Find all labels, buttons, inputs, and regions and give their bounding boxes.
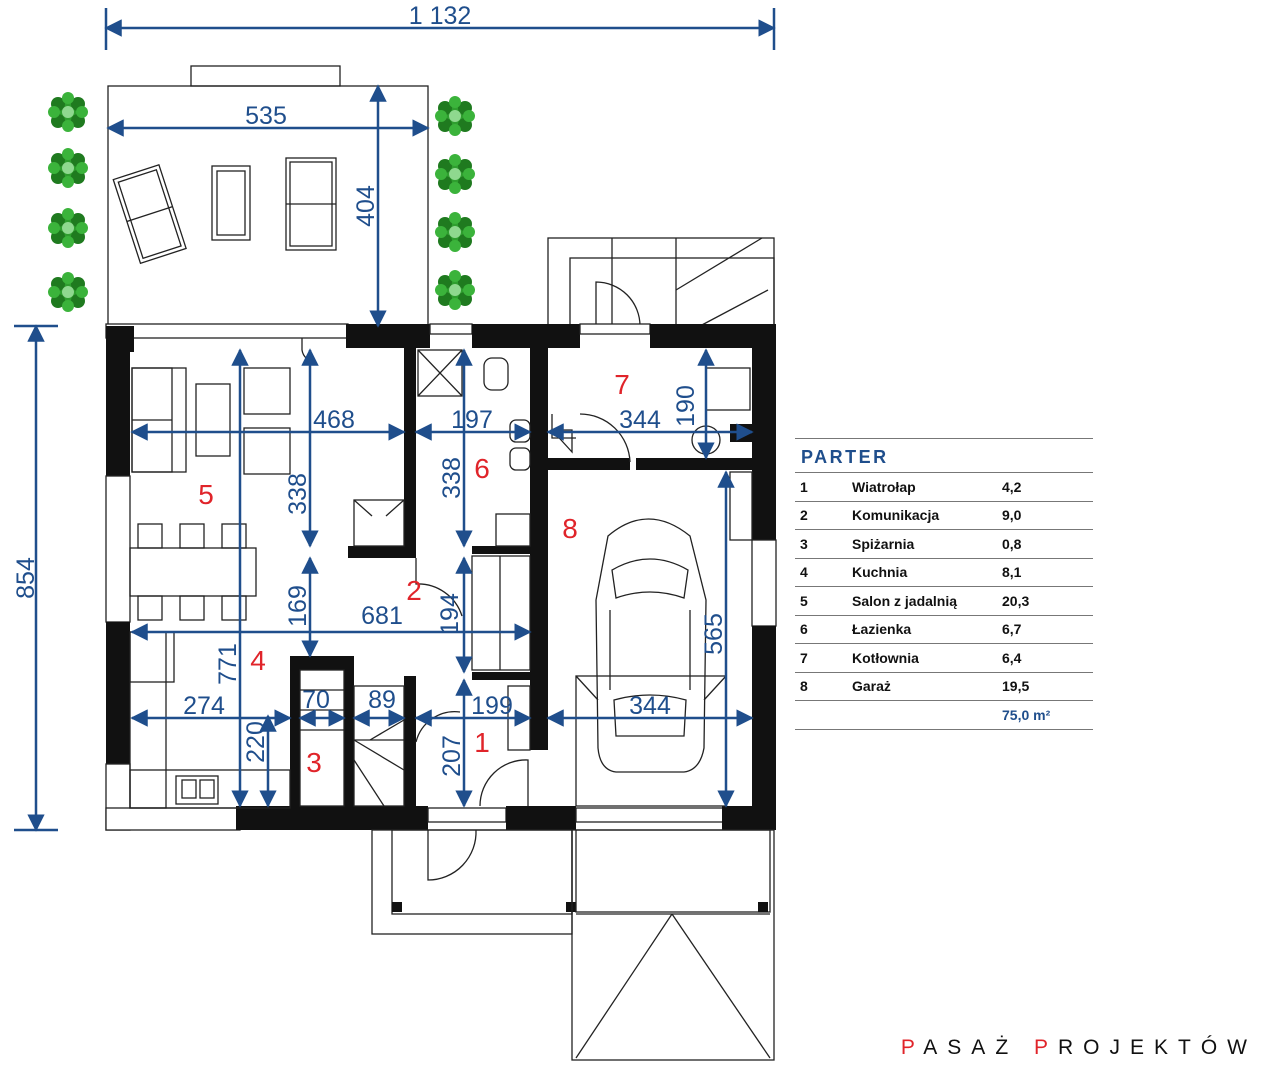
legend-area: 6,7 <box>1002 621 1022 638</box>
legend-area: 8,1 <box>1002 564 1022 581</box>
legend-row: 7 Kotłownia 6,4 <box>795 644 1093 673</box>
room-number-3: 3 <box>306 747 322 778</box>
brand-initial: P <box>900 1036 924 1059</box>
vestibule-width-label: 199 <box>471 692 513 720</box>
bath-depth-label: 338 <box>438 457 466 499</box>
legend-row: 2 Komunikacja 9,0 <box>795 502 1093 530</box>
hall-width-label: 681 <box>361 602 403 630</box>
overall-depth-label: 854 <box>12 557 40 599</box>
legend-total-row: 75,0 m² <box>795 701 1093 730</box>
stair-width-b-label: 89 <box>368 686 396 714</box>
legend-area: 0,8 <box>1002 535 1022 552</box>
room-number-4: 4 <box>250 645 266 676</box>
dimension-lines <box>14 8 776 832</box>
terrace-depth-label: 404 <box>352 185 380 227</box>
garage-depth-label: 565 <box>700 613 728 655</box>
legend-name: Kotłownia <box>852 649 919 666</box>
legend-name: Komunikacja <box>852 507 940 524</box>
boiler-entrance <box>547 237 775 327</box>
dimension-labels: 1 132 854 535 404 468 197 344 190 338 33… <box>12 2 728 777</box>
room-number-2: 2 <box>406 575 422 606</box>
legend-name: Garaż <box>852 678 891 695</box>
legend-row: 1 Wiatrołap 4,2 <box>795 473 1093 502</box>
brand-text: ASAŻ <box>923 1036 1034 1059</box>
room-number-8: 8 <box>562 513 578 544</box>
bath-width-label: 197 <box>451 406 493 434</box>
kitchen-depth-label: 220 <box>242 721 270 763</box>
legend-name: Kuchnia <box>852 564 908 581</box>
salon-width-label: 468 <box>313 406 355 434</box>
boiler-depth-label: 190 <box>672 385 700 427</box>
room-number-1: 1 <box>474 727 490 758</box>
legend-num: 1 <box>800 478 808 495</box>
legend-name: Salon z jadalnią <box>852 592 958 609</box>
garage-width-label: 344 <box>629 692 671 720</box>
hall-upper-label: 169 <box>284 585 312 627</box>
legend-num: 4 <box>800 564 808 581</box>
legend-row: 4 Kuchnia 8,1 <box>795 559 1093 587</box>
legend-num: 5 <box>800 592 808 609</box>
legend-area: 9,0 <box>1002 507 1022 524</box>
left-depth-label: 771 <box>214 643 242 685</box>
vestibule-depth-label: 207 <box>438 735 466 777</box>
salon-depth-label: 338 <box>284 473 312 515</box>
legend-name: Łazienka <box>852 621 912 638</box>
legend-area: 20,3 <box>1002 592 1030 609</box>
stair-width-a-label: 70 <box>302 686 330 714</box>
legend-num: 8 <box>800 678 808 695</box>
walls <box>105 323 777 831</box>
room-number-5: 5 <box>198 479 214 510</box>
legend-name: Spiżarnia <box>852 535 915 552</box>
legend-row: 5 Salon z jadalnią 20,3 <box>795 587 1093 616</box>
room-number-6: 6 <box>474 453 490 484</box>
legend-title: PARTER <box>795 438 1093 473</box>
legend-area: 6,4 <box>1002 649 1022 666</box>
legend-num: 6 <box>800 621 808 638</box>
terrace-width-label: 535 <box>245 102 287 130</box>
legend-name: Wiatrołap <box>852 478 916 495</box>
porch <box>371 829 775 1061</box>
brand-logo: PASAŻ PROJEKTÓW <box>901 1036 1257 1060</box>
room-legend-table: PARTER 1 Wiatrołap 4,2 2 Komunikacja 9,0… <box>795 438 1093 730</box>
legend-area: 19,5 <box>1002 678 1030 695</box>
legend-row: 3 Spiżarnia 0,8 <box>795 530 1093 559</box>
legend-num: 2 <box>800 507 808 524</box>
room-numbers: 1 2 3 4 5 6 7 8 <box>198 369 630 778</box>
boiler-width-label: 344 <box>619 406 661 434</box>
legend-num: 7 <box>800 649 808 666</box>
legend-num: 3 <box>800 535 808 552</box>
brand-text: ROJEKTÓW <box>1058 1036 1257 1059</box>
hall-depth-label: 194 <box>436 593 464 635</box>
legend-row: 6 Łazienka 6,7 <box>795 616 1093 644</box>
legend-row: 8 Garaż 19,5 <box>795 673 1093 701</box>
brand-initial: P <box>1033 1036 1058 1059</box>
room-number-7: 7 <box>614 369 630 400</box>
legend-area: 4,2 <box>1002 478 1022 495</box>
kitchen-width-label: 274 <box>183 692 225 720</box>
overall-width-label: 1 132 <box>409 2 472 30</box>
car-icon <box>575 518 727 807</box>
legend-total: 75,0 m² <box>1002 706 1051 723</box>
